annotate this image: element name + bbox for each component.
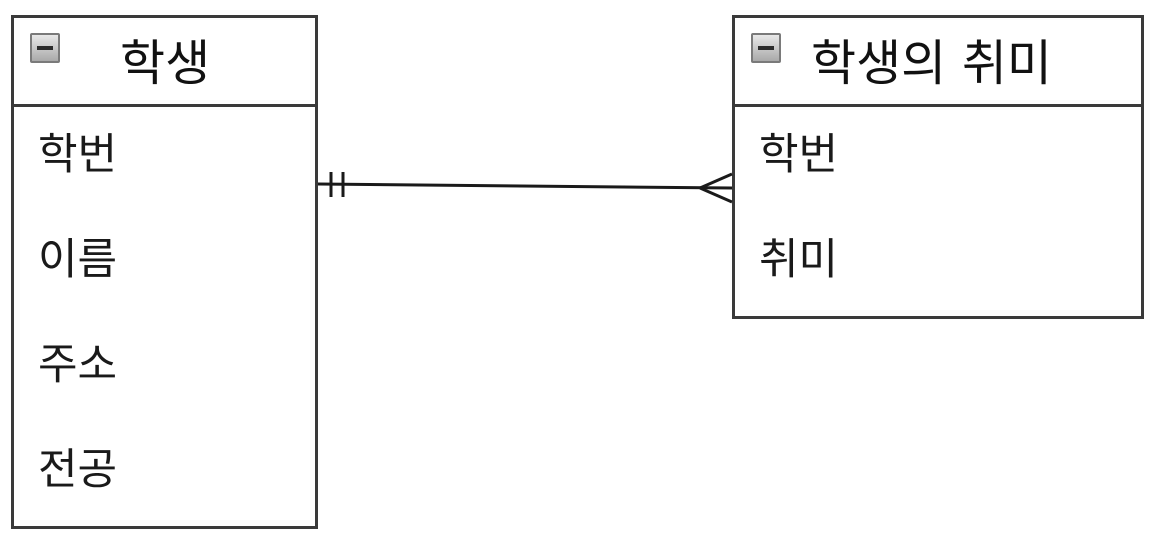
attribute-item[interactable]: 취미 — [759, 235, 839, 285]
entity-title: 학생 — [120, 35, 211, 92]
entity-student-hobby[interactable]: 학생의 취미 학번 취미 — [732, 15, 1144, 319]
collapse-icon[interactable] — [30, 33, 60, 63]
attribute-item[interactable]: 전공 — [38, 445, 118, 495]
crows-foot-many-marker — [699, 172, 733, 204]
attribute-item[interactable]: 학번 — [759, 130, 839, 180]
entity-student[interactable]: 학생 학번 이름 주소 전공 — [11, 15, 318, 529]
attribute-item[interactable]: 주소 — [38, 340, 118, 390]
relationship-line[interactable] — [317, 182, 733, 190]
entity-student-hobby-header: 학생의 취미 — [735, 18, 1141, 107]
collapse-icon[interactable] — [751, 33, 781, 63]
attribute-item[interactable]: 학번 — [38, 130, 118, 180]
entity-student-header: 학생 — [14, 18, 315, 107]
attribute-item[interactable]: 이름 — [38, 235, 118, 285]
one-and-only-one-marker — [329, 172, 345, 197]
entity-title: 학생의 취미 — [811, 35, 1052, 92]
